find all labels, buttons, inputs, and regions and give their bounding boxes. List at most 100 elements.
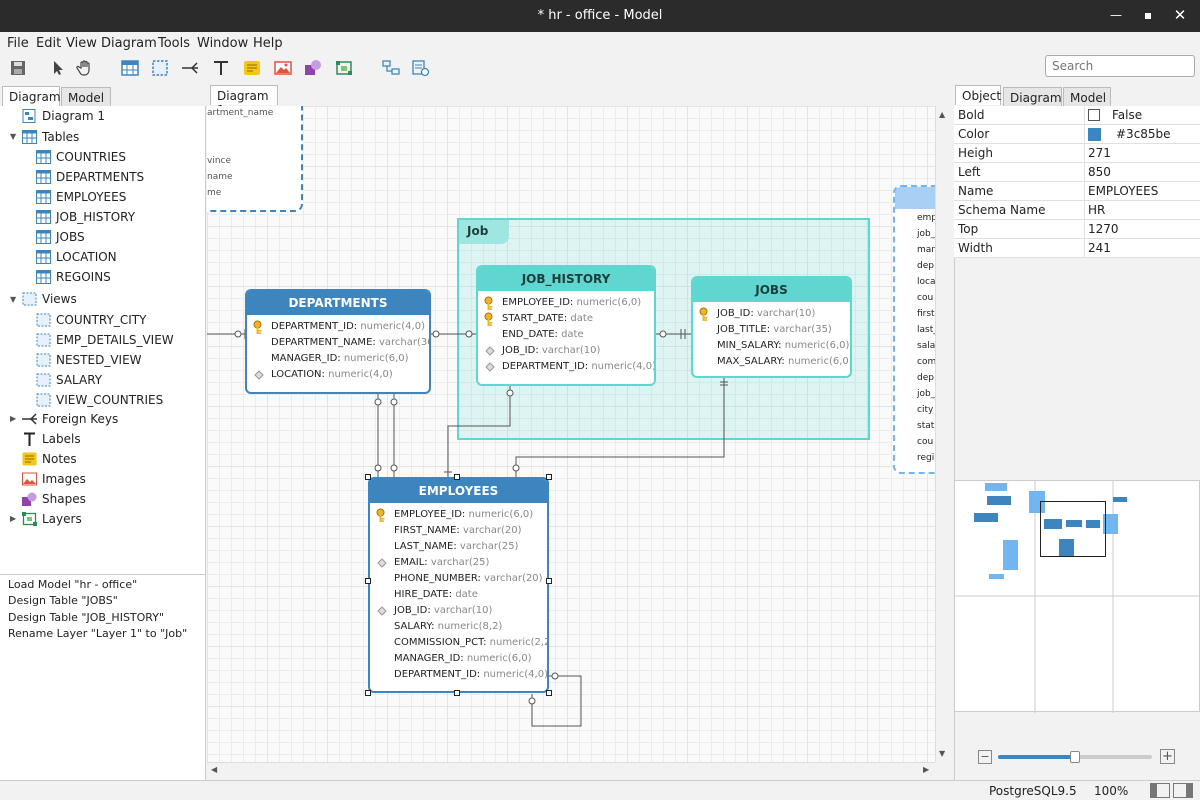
property-value[interactable]: 241 — [1088, 241, 1111, 255]
label-tool-icon[interactable] — [212, 59, 230, 77]
table-column-row[interactable]: EMPLOYEE_ID: numeric(6,0) — [478, 295, 654, 311]
shape-tool-icon[interactable] — [304, 59, 322, 77]
selection-handle[interactable] — [365, 578, 371, 584]
table-column-row[interactable]: DEPARTMENT_ID: numeric(4,0) — [478, 359, 654, 375]
menu-view[interactable]: View — [66, 36, 97, 51]
property-value[interactable]: 271 — [1088, 146, 1111, 160]
minimize-icon[interactable]: — — [1110, 8, 1122, 22]
selection-handle[interactable] — [365, 690, 371, 696]
table-column-row[interactable]: COMMISSION_PCT: numeric(2,2) — [370, 635, 547, 651]
table-column-row[interactable]: JOB_ID: varchar(10) — [370, 603, 547, 619]
property-value[interactable]: HR — [1088, 203, 1106, 217]
tab-diagram[interactable]: Diagram — [2, 86, 61, 106]
table-column-row[interactable]: END_DATE: date — [478, 327, 654, 343]
property-value[interactable]: #3c85be — [1116, 127, 1171, 141]
horizontal-scrollbar[interactable]: ◀ ▶ — [207, 762, 935, 778]
tab-diagram-props[interactable]: Diagram — [1003, 87, 1062, 107]
view-tool-icon[interactable] — [151, 59, 169, 77]
toggle-left-panel-icon[interactable] — [1150, 783, 1170, 798]
vertical-scrollbar[interactable]: ▲ ▼ — [935, 106, 951, 762]
collapse-arrow-icon[interactable]: ▶ — [10, 414, 17, 423]
tab-model[interactable]: Model — [61, 87, 111, 107]
expand-arrow-icon[interactable]: ▼ — [10, 295, 17, 304]
property-value[interactable]: EMPLOYEES — [1088, 184, 1159, 198]
close-icon[interactable]: ✕ — [1173, 6, 1187, 24]
image-tool-icon[interactable] — [274, 59, 292, 77]
zoom-slider[interactable] — [998, 751, 1152, 763]
minimap[interactable] — [954, 480, 1200, 713]
color-swatch[interactable] — [1088, 128, 1101, 141]
collapse-arrow-icon[interactable]: ▶ — [10, 514, 17, 523]
zoom-in-icon[interactable]: + — [1160, 749, 1175, 764]
selection-handle[interactable] — [546, 474, 552, 480]
minimap-viewport[interactable] — [1040, 501, 1106, 557]
table-tool-icon[interactable] — [121, 59, 139, 77]
menu-window[interactable]: Window — [197, 36, 249, 51]
table-column-row[interactable]: JOB_TITLE: varchar(35) — [693, 322, 850, 338]
menu-tools[interactable]: Tools — [158, 36, 191, 51]
scroll-right-icon[interactable]: ▶ — [923, 765, 930, 774]
table-column-row[interactable]: EMPLOYEE_ID: numeric(6,0) — [370, 507, 547, 523]
table-column-row[interactable]: JOB_ID: varchar(10) — [693, 306, 850, 322]
properties-icon[interactable] — [412, 59, 430, 77]
menu-edit[interactable]: Edit — [36, 36, 62, 51]
table-column-row[interactable]: LOCATION: numeric(4,0) — [247, 367, 429, 383]
table-departments[interactable]: DEPARTMENTS DEPARTMENT_ID: numeric(4,0)D… — [245, 289, 431, 394]
menu-diagram[interactable]: Diagram — [101, 36, 157, 51]
table-column-row[interactable]: FIRST_NAME: varchar(20) — [370, 523, 547, 539]
maximize-icon[interactable] — [1140, 7, 1156, 23]
layer-tool-icon[interactable] — [335, 59, 353, 77]
menu-file[interactable]: File — [7, 36, 29, 51]
tab-model-props[interactable]: Model — [1063, 87, 1111, 107]
toggle-right-panel-icon[interactable] — [1173, 783, 1193, 798]
selection-handle[interactable] — [454, 474, 460, 480]
auto-layout-icon[interactable] — [382, 59, 400, 77]
note-tool-icon[interactable] — [243, 59, 261, 77]
table-column-row[interactable]: JOB_ID: varchar(10) — [478, 343, 654, 359]
property-value[interactable]: 1270 — [1088, 222, 1119, 236]
zoom-slider-thumb[interactable] — [1070, 751, 1080, 763]
property-row[interactable]: Color#3c85be — [954, 125, 1200, 144]
table-column-row[interactable]: MANAGER_ID: numeric(6,0) — [247, 351, 429, 367]
foreign-key-tool-icon[interactable] — [181, 59, 199, 77]
table-column-row[interactable]: DEPARTMENT_ID: numeric(4,0) — [370, 667, 547, 683]
search-input[interactable] — [1045, 55, 1195, 77]
selection-handle[interactable] — [546, 578, 552, 584]
scroll-left-icon[interactable]: ◀ — [211, 765, 218, 774]
zoom-out-icon[interactable]: − — [978, 750, 992, 764]
hand-icon[interactable] — [76, 59, 94, 77]
table-column-row[interactable]: EMAIL: varchar(25) — [370, 555, 547, 571]
menu-help[interactable]: Help — [253, 36, 283, 51]
table-column-row[interactable]: MANAGER_ID: numeric(6,0) — [370, 651, 547, 667]
table-column-row[interactable]: START_DATE: date — [478, 311, 654, 327]
diagram-canvas[interactable]: artment_name vince name me empjob_mandep… — [207, 106, 935, 762]
table-column-row[interactable]: MIN_SALARY: numeric(6,0) — [693, 338, 850, 354]
scroll-down-icon[interactable]: ▼ — [939, 749, 946, 758]
table-column-row[interactable]: HIRE_DATE: date — [370, 587, 547, 603]
property-value[interactable]: False — [1112, 108, 1143, 122]
table-column-row[interactable]: PHONE_NUMBER: varchar(20) — [370, 571, 547, 587]
tab-diagram-1[interactable]: Diagram 1 — [210, 85, 278, 117]
bold-checkbox[interactable] — [1088, 109, 1100, 121]
save-icon[interactable] — [9, 59, 27, 77]
table-column-row[interactable]: MAX_SALARY: numeric(6,0) — [693, 354, 850, 370]
table-column-row[interactable]: LAST_NAME: varchar(25) — [370, 539, 547, 555]
selection-handle[interactable] — [365, 474, 371, 480]
selection-handle[interactable] — [454, 690, 460, 696]
tab-object[interactable]: Object — [955, 85, 1001, 105]
table-job-history[interactable]: JOB_HISTORY EMPLOYEE_ID: numeric(6,0)STA… — [476, 265, 656, 386]
expand-arrow-icon[interactable]: ▼ — [10, 132, 17, 141]
table-column-row[interactable]: DEPARTMENT_NAME: varchar(30) — [247, 335, 429, 351]
scroll-up-icon[interactable]: ▲ — [939, 110, 946, 119]
table-column-row[interactable]: SALARY: numeric(8,2) — [370, 619, 547, 635]
pointer-icon[interactable] — [49, 59, 67, 77]
partial-view-right[interactable]: empjob_mandeplocacoufirstlast_salacomdep… — [893, 185, 935, 474]
table-jobs[interactable]: JOBS JOB_ID: varchar(10)JOB_TITLE: varch… — [691, 276, 852, 378]
